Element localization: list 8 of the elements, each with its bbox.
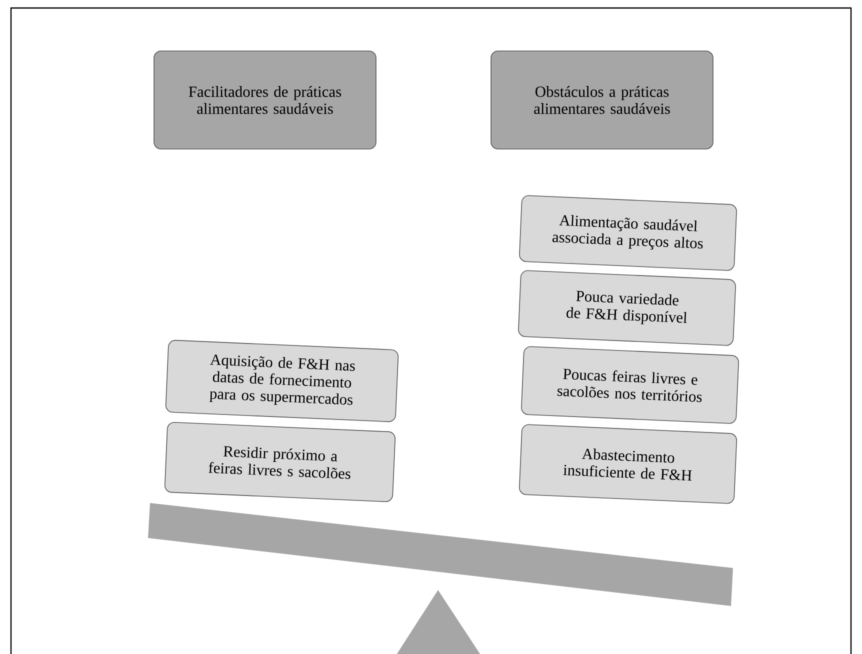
factor-box: Aquisição de F&H nas datas de fornecimento para os supermercados	[165, 340, 399, 422]
heading-box: Facilitadores de práticas alimentares saudáveis	[154, 50, 376, 150]
heading-box: Obstáculos a práticas alimentares saudáveis	[490, 50, 714, 150]
factor-box: Residir próximo a feiras livres s sacolões	[164, 422, 396, 502]
factor-box: Abastecimento insuficiente de F&H	[519, 424, 738, 504]
factor-box: Pouca variedade de F&H disponível	[518, 270, 736, 346]
factor-box: Poucas feiras livres e sacolões nos territórios	[521, 346, 739, 424]
factor-box: Alimentação saudável associada a preços altos	[519, 195, 737, 271]
